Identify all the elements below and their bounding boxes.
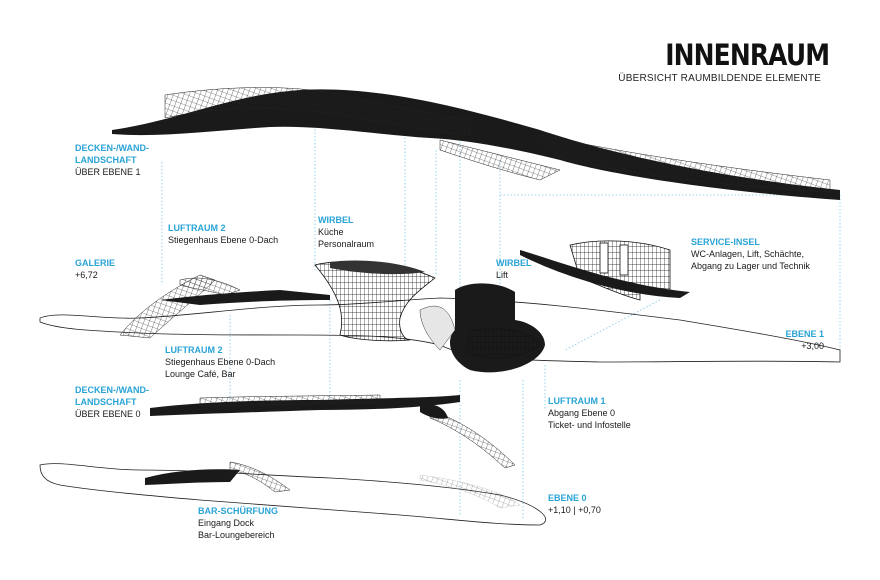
wirbel-kueche-mesh	[314, 260, 436, 342]
label-heading: LUFTRAUM 2	[165, 345, 223, 355]
label-heading: EBENE 1	[785, 329, 824, 339]
label-text: Stiegenhaus Ebene 0-Dach	[165, 357, 276, 367]
label-wirbel-kueche: WIRBEL Küche Personalraum	[318, 214, 374, 250]
label-text: Ticket- und Infostelle	[548, 420, 631, 430]
label-text: Personalraum	[318, 239, 375, 249]
ceiling-landscape-lower	[150, 394, 516, 469]
label-heading: EBENE 0	[548, 493, 587, 503]
label-ebene-1: EBENE 1 +3,00	[760, 328, 824, 352]
label-heading-2: LANDSCHAFT	[75, 397, 137, 407]
label-heading: WIRBEL	[318, 215, 354, 225]
label-luftraum-2-top: LUFTRAUM 2 Stiegenhaus Ebene 0-Dach	[168, 222, 278, 246]
label-text: Eingang Dock	[198, 518, 255, 528]
label-decken-ebene-1: DECKEN-/WAND- LANDSCHAFT ÜBER EBENE 1	[75, 142, 149, 178]
label-text: +1,10 | +0,70	[548, 505, 601, 515]
label-luftraum-1: LUFTRAUM 1 Abgang Ebene 0 Ticket- und In…	[548, 395, 631, 431]
label-text: Abgang Ebene 0	[548, 408, 616, 418]
page-subtitle: ÜBERSICHT RAUMBILDENDE ELEMENTE	[618, 73, 821, 84]
label-heading: BAR-SCHÜRFUNG	[198, 506, 278, 516]
label-ebene-0: EBENE 0 +1,10 | +0,70	[548, 492, 601, 516]
label-text: Stiegenhaus Ebene 0-Dach	[168, 235, 279, 245]
label-text: Bar-Loungebereich	[198, 530, 275, 540]
label-service-insel: SERVICE-INSEL WC-Anlagen, Lift, Schächte…	[691, 236, 810, 272]
label-text: ÜBER EBENE 1	[75, 167, 141, 177]
service-insel-mesh	[520, 240, 690, 301]
page-title: INNENRAUM	[665, 38, 830, 72]
bar-mesh	[145, 461, 521, 509]
label-galerie: GALERIE +6,72	[75, 257, 115, 281]
label-luftraum-2-lounge: LUFTRAUM 2 Stiegenhaus Ebene 0-Dach Loun…	[165, 344, 275, 380]
label-heading: SERVICE-INSEL	[691, 237, 760, 247]
label-text: Küche	[318, 227, 344, 237]
ceiling-landscape-upper	[112, 87, 840, 200]
guide-lines	[161, 115, 841, 520]
label-heading-2: LANDSCHAFT	[75, 155, 137, 165]
label-heading: LUFTRAUM 2	[168, 223, 226, 233]
label-text: ÜBER EBENE 0	[75, 409, 141, 419]
label-text: Lounge Café, Bar	[165, 369, 236, 379]
label-heading: GALERIE	[75, 258, 116, 268]
label-text: WC-Anlagen, Lift, Schächte,	[691, 249, 805, 259]
level-1-slab	[39, 297, 841, 363]
label-heading: DECKEN-/WAND-	[75, 385, 149, 395]
galerie-mesh	[119, 274, 330, 339]
label-text: Lift	[496, 270, 509, 280]
label-heading: LUFTRAUM 1	[548, 396, 606, 406]
label-text: +6,72	[75, 270, 98, 280]
label-heading: WIRBEL	[496, 258, 532, 268]
label-bar-schuerfung: BAR-SCHÜRFUNG Eingang Dock Bar-Loungeber…	[198, 505, 278, 541]
label-text: Abgang zu Lager und Technik	[691, 261, 810, 271]
label-decken-ebene-0: DECKEN-/WAND- LANDSCHAFT ÜBER EBENE 0	[75, 384, 149, 420]
wirbel-lift-mesh	[419, 283, 545, 373]
level-0-slab	[39, 463, 547, 526]
label-heading: DECKEN-/WAND-	[75, 143, 149, 153]
label-wirbel-lift: WIRBEL Lift	[496, 257, 532, 281]
label-text: +3,00	[801, 341, 824, 351]
